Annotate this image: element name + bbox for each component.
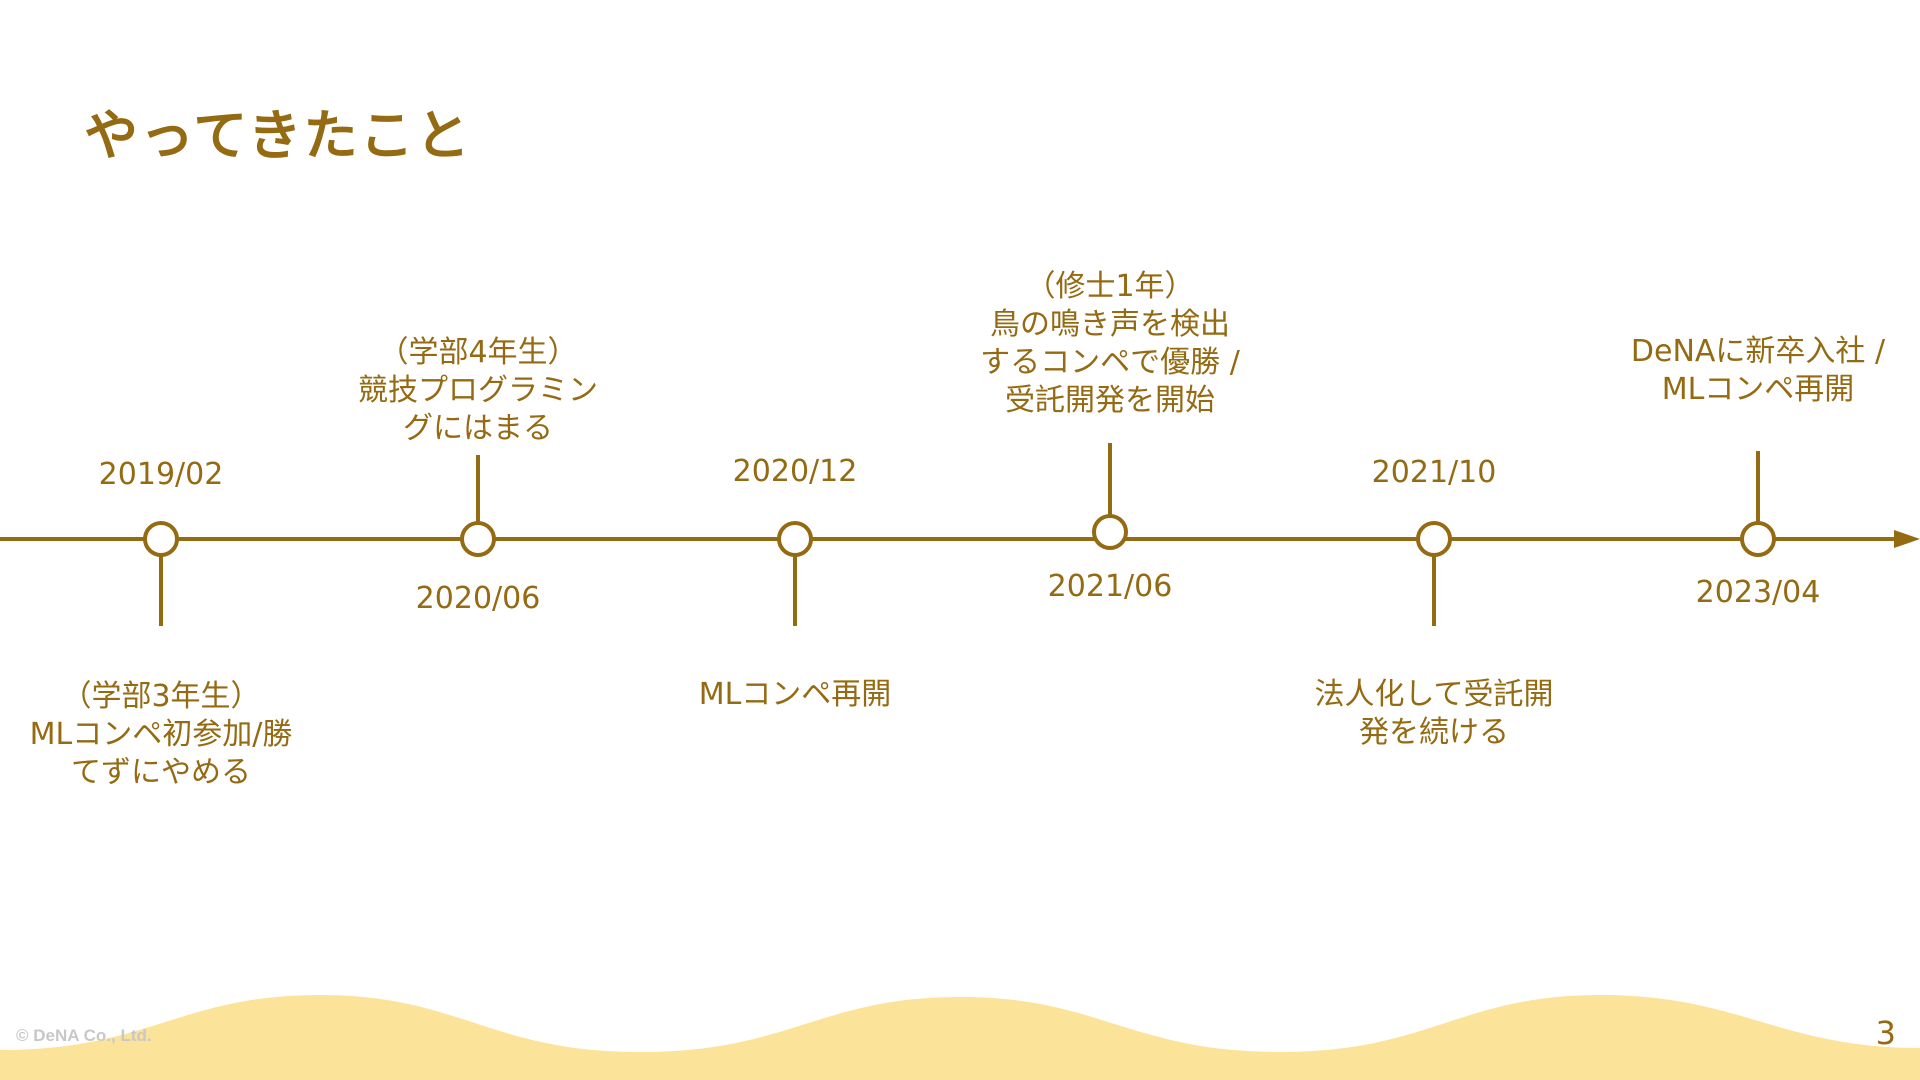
timeline-date: 2020/06 bbox=[415, 581, 541, 616]
timeline-node bbox=[143, 521, 179, 557]
description-line: MLコンペ初参加/勝 bbox=[29, 717, 293, 752]
timeline-node bbox=[1740, 521, 1776, 557]
description-line: MLコンペ再開 bbox=[1661, 372, 1855, 407]
description-line: DeNAに新卒入社 / bbox=[1630, 334, 1886, 369]
slide-title: やってきたこと bbox=[84, 104, 472, 167]
description-line: 受託開発を開始 bbox=[1005, 383, 1215, 418]
footer-wave bbox=[0, 995, 1920, 1080]
description-line: （学部4年生） bbox=[378, 335, 578, 370]
timeline-description: （学部4年生） 競技プログラミン グにはまる bbox=[358, 334, 598, 448]
timeline-node bbox=[460, 521, 496, 557]
timeline-description: DeNAに新卒入社 / MLコンペ再開 bbox=[1631, 333, 1885, 409]
timeline-arrowhead bbox=[1894, 530, 1920, 548]
timeline-date: 2019/02 bbox=[98, 457, 224, 492]
timeline-date: 2023/04 bbox=[1695, 575, 1821, 610]
timeline-node bbox=[1092, 514, 1128, 550]
timeline-description: （修士1年） 鳥の鳴き声を検出 するコンペで優勝 / 受託開発を開始 bbox=[980, 268, 1240, 420]
page-number: 3 bbox=[1875, 1014, 1896, 1052]
description-line: グにはまる bbox=[403, 411, 553, 446]
timeline-node bbox=[777, 521, 813, 557]
description-line: 発を続ける bbox=[1358, 715, 1509, 750]
timeline-description: 法人化して受託開 発を続ける bbox=[1314, 676, 1553, 752]
timeline-description: MLコンペ再開 bbox=[699, 676, 892, 714]
description-line: 法人化して受託開 bbox=[1314, 677, 1554, 712]
copyright-notice: © DeNA Co., Ltd. bbox=[16, 1026, 152, 1045]
timeline-node bbox=[1416, 521, 1452, 557]
description-line: てずにやめる bbox=[71, 755, 251, 790]
description-line: （学部3年生） bbox=[61, 679, 261, 714]
timeline-date: 2021/06 bbox=[1047, 569, 1173, 604]
timeline-date: 2020/12 bbox=[732, 454, 858, 489]
description-line: （修士1年） bbox=[1025, 269, 1195, 304]
timeline-date: 2021/10 bbox=[1371, 455, 1497, 490]
description-line: 競技プログラミン bbox=[358, 373, 598, 408]
description-line: MLコンペ再開 bbox=[698, 677, 892, 712]
timeline-description: （学部3年生） MLコンペ初参加/勝 てずにやめる bbox=[30, 678, 293, 792]
description-line: 鳥の鳴き声を検出 bbox=[990, 307, 1230, 342]
description-line: するコンペで優勝 / bbox=[980, 345, 1240, 380]
